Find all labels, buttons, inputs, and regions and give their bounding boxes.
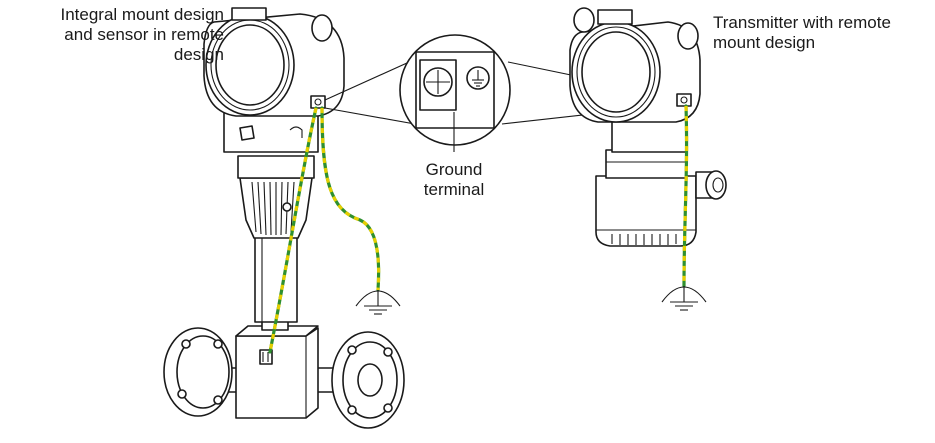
cable-gland-bore bbox=[712, 177, 724, 193]
label-line: Integral mount design bbox=[60, 5, 225, 24]
terminal-housing bbox=[595, 175, 697, 247]
transmitter-top-cap bbox=[597, 9, 633, 25]
label-line: and sensor in remote bbox=[64, 25, 224, 44]
housing-latch bbox=[289, 126, 303, 138]
integral-flowmeter bbox=[163, 7, 405, 429]
housing-tab bbox=[239, 125, 255, 141]
transmitter-window bbox=[581, 31, 651, 113]
integral-mount-label: Integral mount design and sensor in remo… bbox=[61, 5, 225, 65]
right-flange-bore bbox=[357, 363, 383, 397]
housing-window bbox=[215, 24, 285, 106]
ground-wires bbox=[268, 104, 689, 354]
remote-transmitter bbox=[569, 7, 727, 247]
label-line: design bbox=[173, 45, 224, 64]
ground-wire-to-earth bbox=[320, 106, 381, 292]
flange-bolt-hole bbox=[383, 403, 393, 413]
label-line: terminal bbox=[423, 180, 485, 199]
flange-bolt-hole bbox=[383, 347, 393, 357]
transmitter-neck bbox=[605, 149, 687, 179]
flange-bolt-hole bbox=[347, 345, 357, 355]
flange-bolt-hole bbox=[213, 395, 223, 405]
meter-body-top bbox=[235, 325, 319, 337]
ground-symbol-icon bbox=[355, 290, 401, 315]
zoom-line bbox=[324, 107, 427, 127]
housing-top-cap bbox=[231, 7, 267, 21]
flange-bolt-hole bbox=[213, 339, 223, 349]
transmitter-conduit-port bbox=[677, 22, 699, 50]
label-line: Ground bbox=[425, 160, 483, 179]
transmitter-ground-screw bbox=[676, 93, 692, 107]
cable-gland-nut bbox=[705, 170, 727, 200]
housing-ground-screw bbox=[310, 95, 326, 109]
zoom-line bbox=[324, 57, 419, 101]
ground-wire-stripe bbox=[682, 105, 689, 287]
label-line: mount design bbox=[713, 33, 816, 52]
housing-ribs bbox=[611, 234, 677, 245]
remote-mount-label: Transmitter with remote mount design bbox=[713, 13, 891, 53]
ground-symbol-icon bbox=[661, 286, 707, 311]
label-line: Transmitter with remote bbox=[713, 13, 891, 32]
screw-head bbox=[680, 96, 688, 104]
flange-bolt-hole bbox=[181, 339, 191, 349]
ground-terminal-label: Ground terminal bbox=[400, 160, 508, 200]
conduit-port bbox=[311, 14, 333, 42]
ground-wire-stripe bbox=[320, 107, 381, 291]
screw-head bbox=[314, 98, 322, 106]
adapter-ring bbox=[237, 155, 315, 179]
transmitter-lower-body bbox=[611, 117, 687, 153]
transmitter-conduit-port bbox=[573, 7, 595, 33]
ground-terminal-detail bbox=[324, 34, 683, 152]
ground-wire-stripe bbox=[268, 107, 318, 353]
cover-thread bbox=[576, 26, 656, 118]
flange-bolt-hole bbox=[177, 389, 187, 399]
left-flange-face bbox=[176, 335, 230, 409]
adapter-screw bbox=[282, 202, 292, 212]
flange-bolt-hole bbox=[347, 405, 357, 415]
